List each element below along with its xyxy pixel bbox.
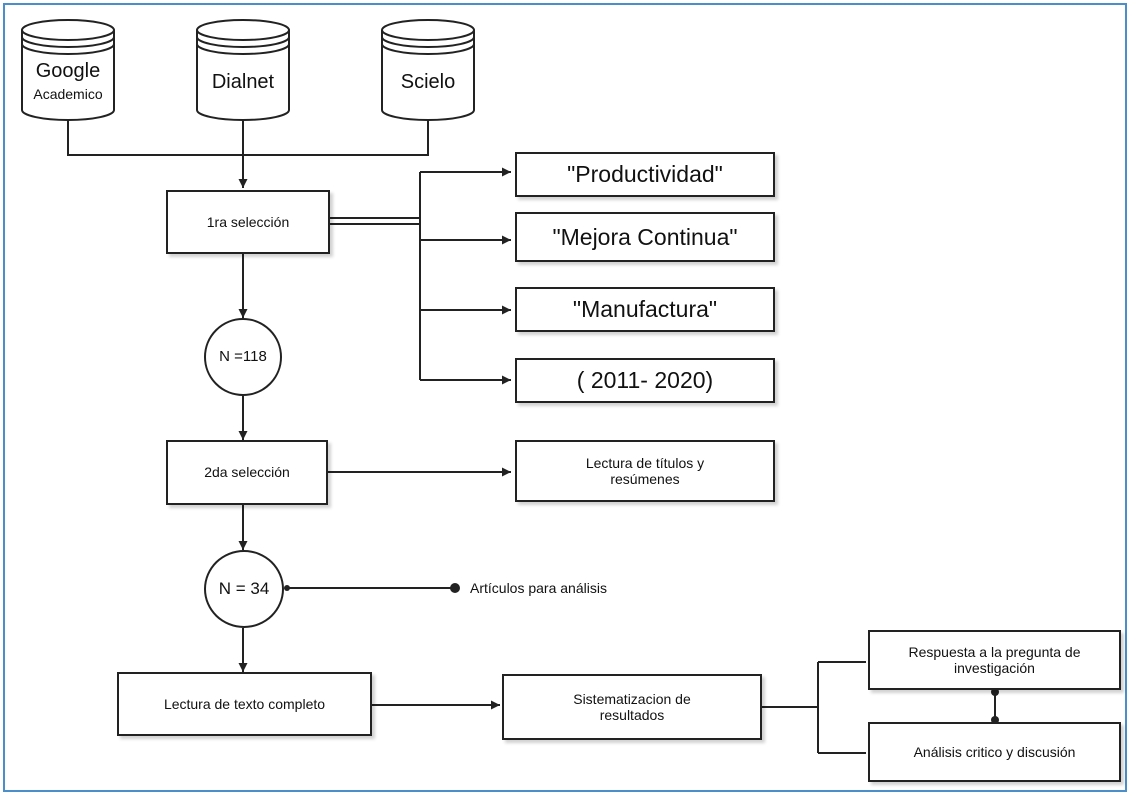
- criterion-mejora-box: "Mejora Continua": [515, 212, 775, 262]
- database-dialnet-label: Dialnet: [197, 62, 289, 102]
- google-line1: Google: [35, 59, 101, 82]
- articles-label-wrap: Artículos para análisis: [470, 576, 690, 600]
- diagram-frame: [3, 3, 1127, 792]
- second-selection-box: 2da selección: [166, 440, 328, 505]
- criterion-mejora-label: "Mejora Continua": [552, 223, 738, 250]
- database-google-icon: [21, 19, 115, 121]
- n118-label: N =118: [219, 348, 267, 366]
- connector-system-to-outputs: [762, 661, 866, 754]
- database-scielo-icon: [381, 19, 475, 121]
- database-scielo-label: Scielo: [382, 62, 474, 102]
- scielo-text: Scielo: [400, 70, 456, 93]
- google-line2: Academico: [33, 85, 103, 102]
- criterion-productividad-box: "Productividad": [515, 152, 775, 197]
- fulltext-label: Lectura de texto completo: [163, 695, 326, 712]
- database-dialnet-icon: [196, 19, 290, 121]
- first-selection-label: 1ra selección: [206, 213, 290, 230]
- database-google-label: Google Academico: [22, 55, 114, 107]
- systematization-label: Sistematizacion de resultados: [573, 690, 691, 723]
- dot-articles: [450, 583, 460, 593]
- connector-google-merge: [67, 120, 429, 156]
- fulltext-box: Lectura de texto completo: [117, 672, 372, 736]
- reading-box: Lectura de títulos y resúmenes: [515, 440, 775, 502]
- dialnet-text: Dialnet: [211, 70, 275, 93]
- articles-label: Artículos para análisis: [470, 579, 607, 596]
- output-analysis-box: Análisis critico y discusión: [868, 722, 1121, 782]
- n34-label: N = 34: [218, 579, 270, 599]
- output-answer-label: Respuesta a la pregunta de investigación: [908, 643, 1081, 676]
- criterion-fechas-label: ( 2011- 2020): [576, 367, 714, 394]
- output-analysis-label: Análisis critico y discusión: [913, 743, 1076, 760]
- output-answer-box: Respuesta a la pregunta de investigación: [868, 630, 1121, 690]
- dot-output-top: [991, 688, 999, 696]
- systematization-box: Sistematizacion de resultados: [502, 674, 762, 740]
- reading-label: Lectura de títulos y resúmenes: [585, 454, 705, 487]
- connector-first-to-criteria: [330, 217, 420, 225]
- criterion-manufactura-box: "Manufactura": [515, 287, 775, 332]
- criterion-fechas-box: ( 2011- 2020): [515, 358, 775, 403]
- n118-circle: N =118: [204, 318, 282, 396]
- criterion-productividad-label: "Productividad": [567, 161, 723, 188]
- n34-circle: N = 34: [204, 550, 284, 628]
- second-selection-label: 2da selección: [204, 464, 290, 481]
- dot-n34: [284, 585, 290, 591]
- criterion-manufactura-label: "Manufactura": [572, 296, 718, 323]
- first-selection-box: 1ra selección: [166, 190, 330, 254]
